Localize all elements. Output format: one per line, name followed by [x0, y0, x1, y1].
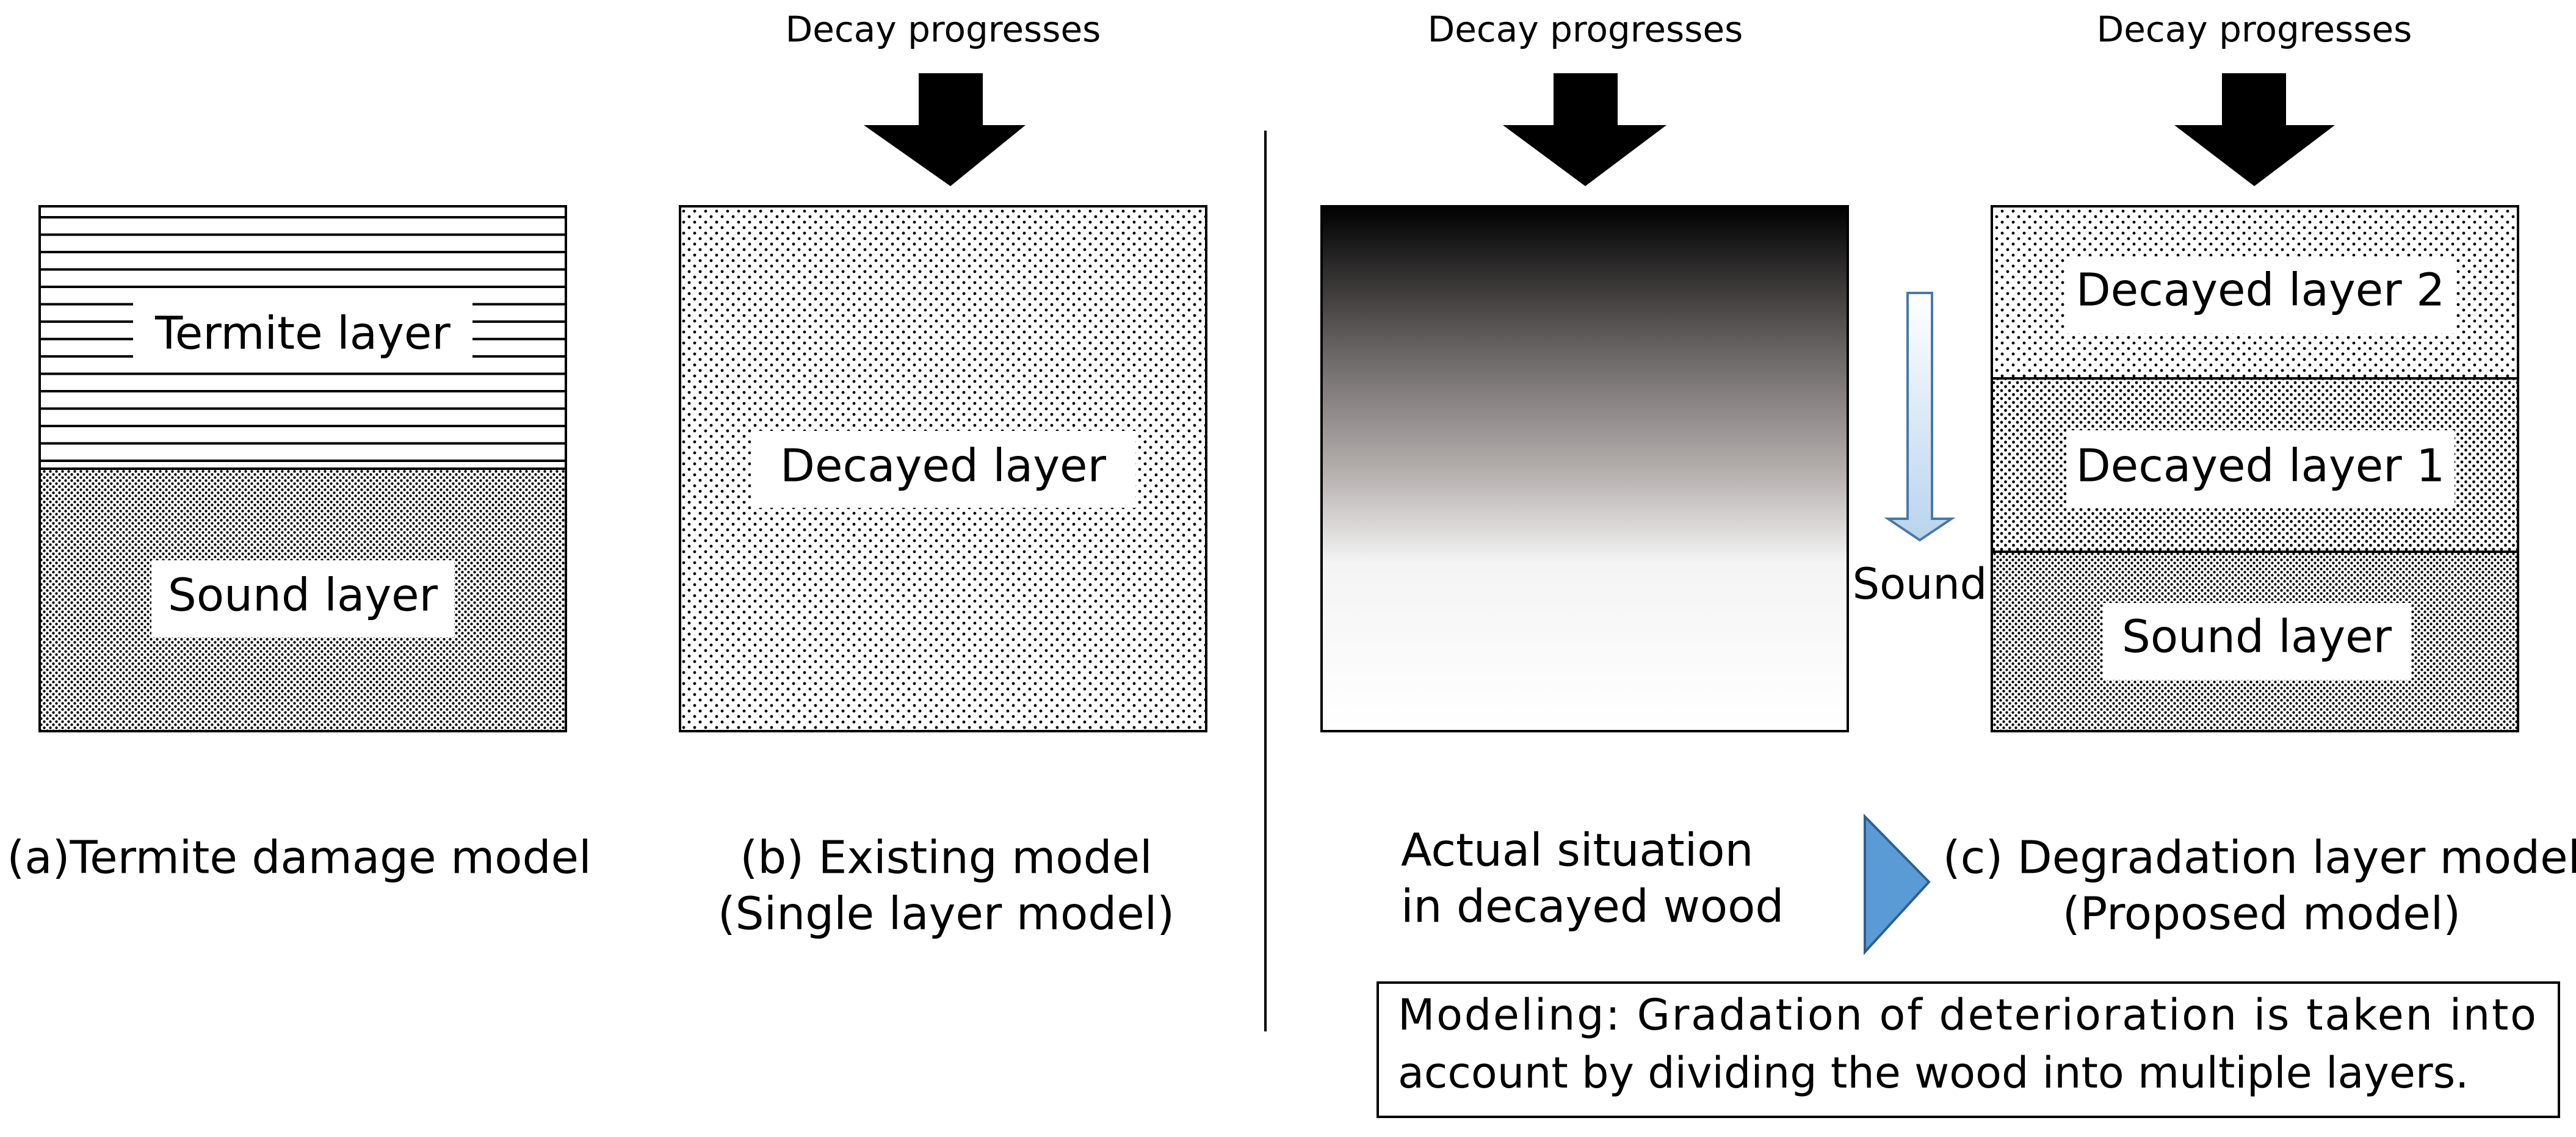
sound-layer-c-label: Sound layer — [2122, 611, 2392, 663]
sound-direction-label: Sound — [1853, 559, 1987, 609]
degradation-model-caption-line2: (Proposed model) — [2063, 888, 2461, 940]
decay-progresses-label-actual: Decay progresses — [1428, 9, 1743, 50]
sound-layer-label: Sound layer — [168, 569, 438, 622]
decay-arrow-c-icon — [2174, 73, 2335, 186]
degradation-model-frame — [1991, 205, 2519, 732]
degradation-model-caption-line1: (c) Degradation layer model — [1943, 832, 2576, 884]
decayed-layer-label: Decayed layer — [780, 440, 1107, 493]
gradient-wood-area — [1320, 205, 1849, 732]
decayed-layer-1-label: Decayed layer 1 — [2076, 440, 2445, 493]
existing-model-caption-line1: (b) Existing model — [740, 832, 1152, 884]
panel-actual-situation: Decay progresses Sound Actual situation … — [1320, 9, 1987, 933]
decayed-layer-2-label: Decayed layer 2 — [2076, 264, 2445, 317]
actual-situation-caption-line1: Actual situation — [1401, 825, 1753, 877]
actual-situation-caption-line2: in decayed wood — [1401, 881, 1784, 933]
modeling-note-box — [1377, 981, 2560, 1118]
modeling-note-line2: account by dividing the wood into multip… — [1398, 1048, 2469, 1098]
sound-direction-arrow-icon — [1884, 292, 1956, 542]
existing-model-caption-line2: (Single layer model) — [718, 888, 1174, 940]
panel-termite-damage-model: Termite layer Sound layer (a)Termite dam… — [7, 205, 592, 884]
decay-progresses-label-b: Decay progresses — [786, 9, 1101, 50]
modeling-note: Modeling: Gradation of deterioration is … — [1377, 981, 2560, 1118]
termite-model-caption: (a)Termite damage model — [7, 832, 591, 884]
transition-arrow-icon — [1864, 814, 1931, 956]
termite-layer-label: Termite layer — [154, 308, 450, 360]
panel-existing-model: Decay progresses Decayed layer (b) Exist… — [679, 9, 1207, 940]
decay-progresses-label-c: Decay progresses — [2097, 9, 2412, 50]
decay-arrow-b-icon — [864, 73, 1026, 186]
decay-arrow-actual-icon — [1503, 73, 1666, 186]
panel-degradation-layer-model: Decay progresses Decayed layer 2 Decayed… — [1943, 9, 2576, 940]
